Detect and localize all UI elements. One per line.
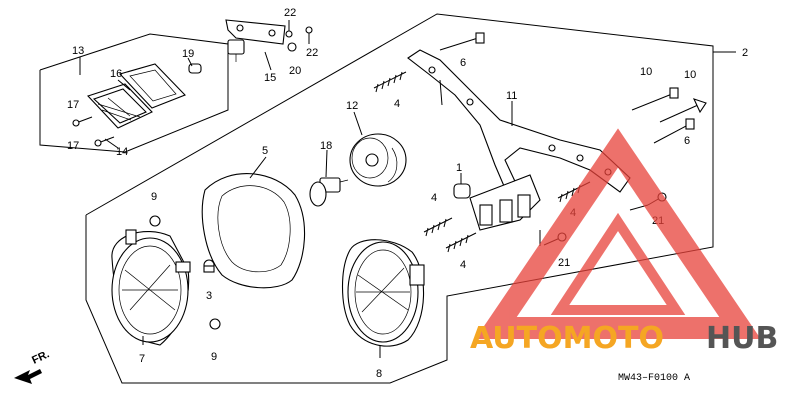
spring-4b	[423, 217, 453, 237]
tail-light-housing	[118, 63, 186, 109]
callout-19: 19	[182, 48, 194, 60]
callout-9a: 9	[151, 191, 157, 203]
callout-22b: 22	[306, 47, 318, 59]
nut-9a	[149, 215, 161, 227]
grommet-1	[453, 183, 471, 199]
bulb-19	[188, 63, 202, 74]
main-frame-outline	[85, 13, 714, 384]
callout-8: 8	[376, 368, 382, 380]
tail-light-lens	[87, 83, 153, 129]
watermark-text-part1: AUTOMOTO	[470, 321, 664, 356]
bolt-22a	[285, 20, 293, 38]
bolt-10b	[659, 98, 707, 123]
callout-16: 16	[110, 68, 122, 80]
callout-7: 7	[139, 353, 145, 365]
callout-15: 15	[264, 72, 276, 84]
spring-4a	[373, 71, 407, 93]
bolt-10a	[631, 87, 679, 111]
leader-18	[325, 149, 328, 178]
callout-2: 2	[742, 47, 748, 59]
callout-1: 1	[456, 162, 462, 174]
direction-label: FR.	[30, 348, 51, 366]
headlight-stay-bracket	[407, 49, 631, 231]
adjust-screw-3	[203, 259, 215, 273]
callout-17a: 17	[67, 99, 79, 111]
license-light-bracket	[225, 19, 286, 62]
leader-14	[104, 138, 119, 149]
spring-4c	[445, 232, 477, 253]
callout-6b: 6	[684, 135, 690, 147]
callout-9b: 9	[211, 351, 217, 363]
nut-20	[287, 42, 297, 52]
watermark-logo-icon	[475, 128, 761, 339]
bolt-6a	[439, 32, 485, 51]
drawing-code: MW43–F0100 A	[618, 373, 690, 384]
bolt-22b	[305, 26, 313, 44]
callout-6a: 6	[460, 57, 466, 69]
callout-13: 13	[72, 45, 84, 57]
callout-14: 14	[116, 146, 128, 158]
headlight-left	[111, 229, 191, 346]
screw-17a	[72, 116, 93, 127]
callout-20: 20	[289, 65, 301, 77]
headlight-right	[342, 239, 425, 347]
nut-9b	[209, 318, 221, 330]
callout-11: 11	[506, 90, 517, 102]
callout-5: 5	[262, 145, 268, 157]
headlight-bulb	[309, 177, 349, 207]
callout-18: 18	[320, 140, 332, 152]
headlight-rim	[201, 173, 306, 289]
callout-17b: 17	[67, 140, 79, 152]
watermark-text-part2: HUB	[706, 321, 778, 356]
leader-12	[353, 111, 363, 136]
leader-15	[264, 51, 272, 71]
callout-4c: 4	[460, 259, 466, 271]
callout-3: 3	[206, 290, 212, 302]
leader-19	[187, 57, 193, 67]
callout-12: 12	[346, 100, 358, 112]
bolt-6b	[653, 118, 695, 144]
callout-21a: 21	[558, 257, 570, 269]
spring-4d	[557, 181, 591, 203]
tail-frame-outline	[39, 33, 229, 153]
leader-5	[249, 156, 267, 179]
callout-10a: 10	[640, 66, 652, 78]
callout-10b: 10	[684, 69, 696, 81]
bulb-socket-cover	[349, 133, 407, 187]
front-direction-arrow-icon	[14, 369, 42, 384]
callout-22a: 22	[284, 7, 296, 19]
screw-17b	[94, 136, 115, 147]
leader-16	[117, 79, 131, 91]
callout-4b: 4	[431, 192, 437, 204]
callout-4a: 4	[394, 98, 400, 110]
